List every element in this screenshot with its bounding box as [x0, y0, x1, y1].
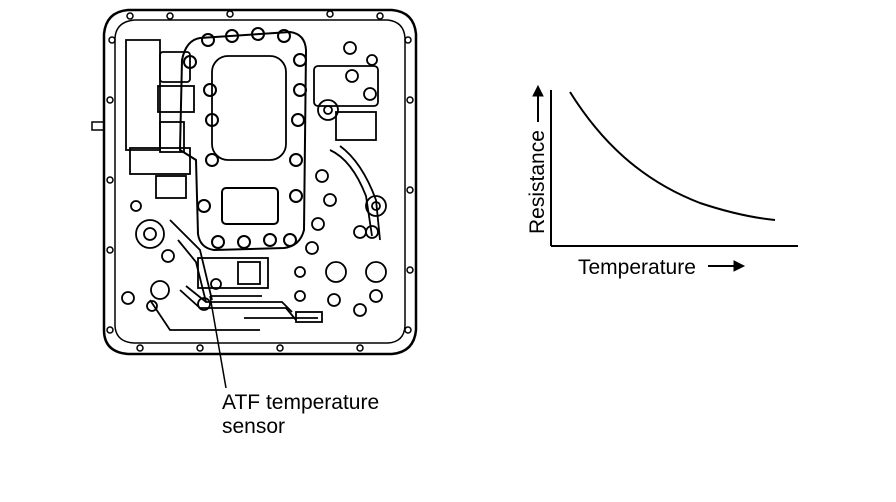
resistance-graph	[532, 84, 798, 272]
x-axis-label: Temperature	[578, 256, 696, 279]
sensor-callout-line-2: sensor	[222, 415, 286, 438]
resistance-curve	[569, 91, 776, 221]
sensor-callout-label: ATF temperature sensor	[222, 391, 379, 439]
sensor-callout-line-1: ATF temperature	[222, 391, 380, 414]
valve-body-outline	[102, 8, 418, 356]
right-assemblies	[305, 41, 387, 317]
lower-harness	[149, 257, 323, 331]
upper-window	[211, 55, 287, 161]
plate-bolts	[183, 27, 307, 249]
x-label-arrow-head	[733, 260, 746, 272]
central-window	[221, 187, 279, 225]
left-assemblies	[121, 39, 213, 312]
valve-body-inner-outline	[114, 19, 406, 344]
y-axis-label: Resistance	[526, 130, 549, 234]
y-label-arrow-head	[532, 84, 544, 97]
side-tab	[91, 121, 105, 131]
perimeter-bolts	[106, 10, 414, 352]
central-plate	[178, 30, 308, 252]
valve-body-drawing	[91, 8, 418, 389]
sensor-leader-line	[209, 295, 227, 389]
